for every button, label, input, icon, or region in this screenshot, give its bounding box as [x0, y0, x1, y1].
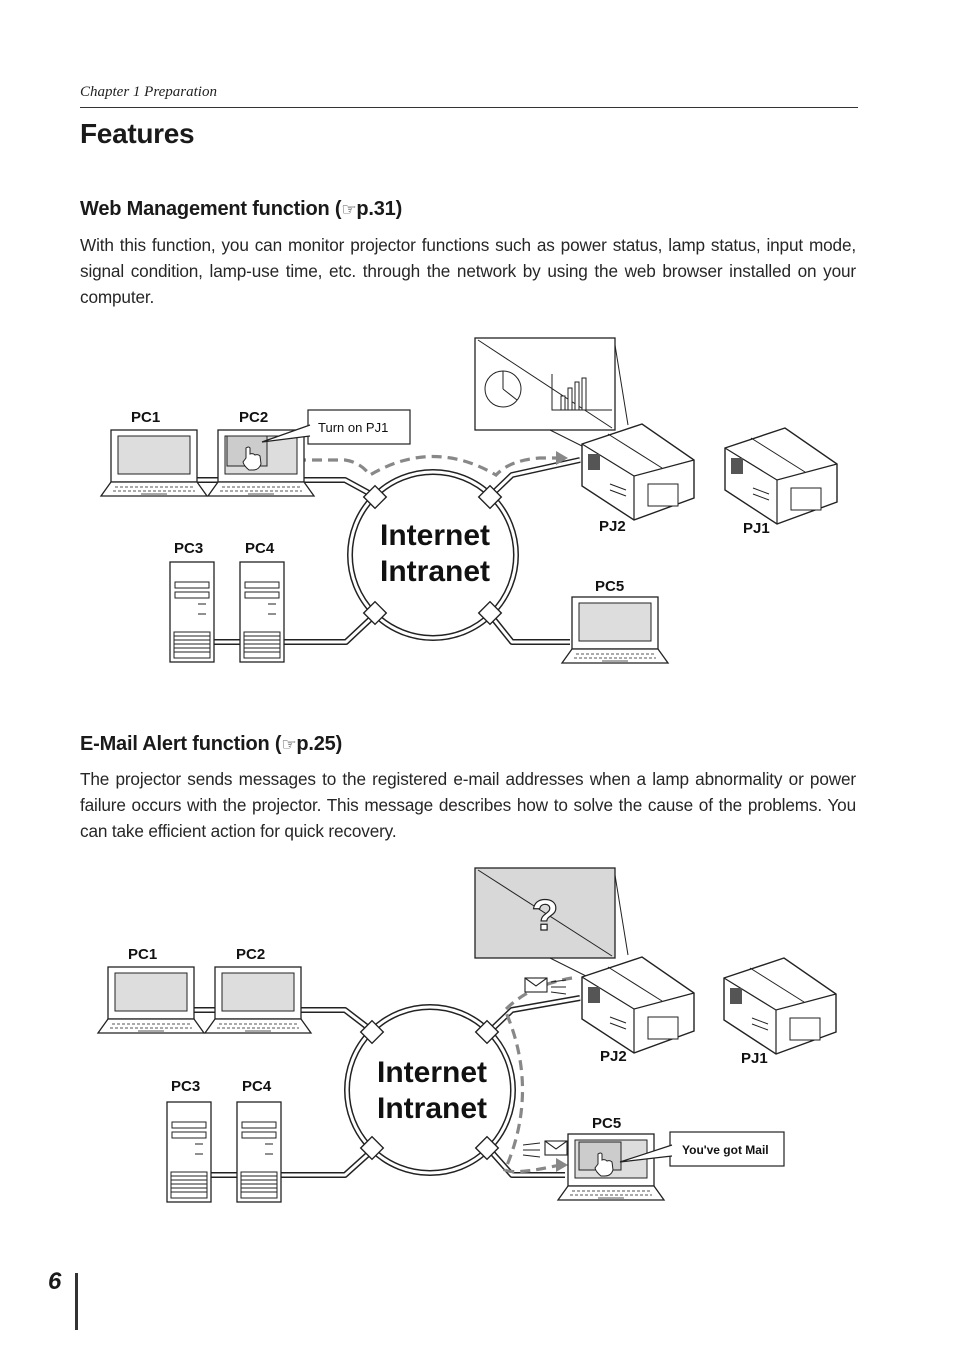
callout-turn-on-pj1: Turn on PJ1 [318, 420, 388, 435]
label-pc4: PC4 [242, 1078, 272, 1095]
label-pc3: PC3 [171, 1078, 200, 1095]
question-mark-symbol: ? [532, 891, 559, 940]
network-label-intranet: Intranet [377, 1092, 487, 1125]
hand-pointer-icon [242, 446, 262, 471]
label-pj1: PJ1 [743, 520, 770, 537]
label-pc2: PC2 [236, 946, 265, 963]
label-pj2: PJ2 [600, 1048, 627, 1065]
envelope-icon [524, 977, 548, 993]
label-pc1: PC1 [131, 409, 160, 426]
callout-youve-got-mail: You've got Mail [682, 1143, 769, 1157]
pointing-hand-icon: ☞ [341, 200, 357, 219]
email-alert-diagram: ? You've got Mail PC1 PC2 PC3 PC4 PC5 PJ… [97, 867, 837, 1203]
label-pj2: PJ2 [599, 518, 626, 535]
label-pc1: PC1 [128, 946, 157, 963]
network-label-intranet: Intranet [380, 555, 490, 588]
email-alert-heading: E-Mail Alert function (☞p.25) [80, 733, 342, 756]
label-pc5: PC5 [592, 1115, 621, 1132]
email-alert-description: The projector sends messages to the regi… [80, 769, 856, 841]
label-pc3: PC3 [174, 540, 203, 557]
page-title: Features [80, 118, 195, 149]
web-management-description: With this function, you can monitor proj… [80, 235, 856, 307]
header-rule [80, 107, 858, 108]
label-pj1: PJ1 [741, 1050, 768, 1067]
web-heading-text: Web Management function ( [80, 198, 342, 220]
label-pc5: PC5 [595, 578, 624, 595]
web-management-heading: Web Management function (☞p.31) [80, 198, 402, 221]
page-number-bar [75, 1273, 78, 1330]
label-pc2: PC2 [239, 409, 268, 426]
hand-pointer-icon [594, 1152, 614, 1177]
envelope-icon [544, 1140, 568, 1156]
email-ref-page: p.25) [296, 733, 343, 755]
email-heading-text: E-Mail Alert function ( [80, 733, 282, 755]
web-management-diagram: Turn on PJ1 PC1 PC2 PC3 PC4 PC5 PJ2 PJ1 … [100, 337, 838, 664]
label-pc4: PC4 [245, 540, 275, 557]
page-number: 6 [48, 1268, 62, 1295]
network-label-internet: Internet [377, 1056, 487, 1089]
pointing-hand-icon: ☞ [281, 735, 297, 754]
chapter-header: Chapter 1 Preparation [80, 84, 217, 100]
network-label-internet: Internet [380, 519, 490, 552]
web-ref-page: p.31) [356, 198, 403, 220]
